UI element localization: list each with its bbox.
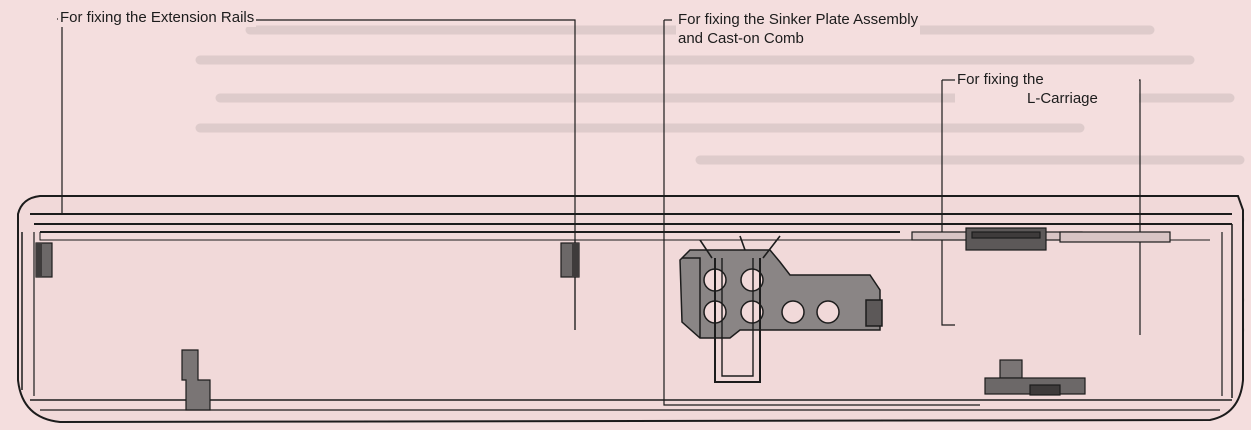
callout-l-carriage-line2: L-Carriage <box>1027 90 1098 107</box>
left-rail-bracket <box>35 242 53 278</box>
needle-bed <box>17 195 1244 424</box>
right-rail-bracket <box>560 242 580 278</box>
lower-left-fixing <box>181 349 211 411</box>
callout-l-carriage: For fixing the L-Carriage <box>955 70 1139 108</box>
l-carriage-rail <box>911 227 1171 251</box>
callout-extension-rails-text: For fixing the Extension Rails <box>60 9 255 26</box>
callout-sinker-plate: For fixing the Sinker Plate Assembly and… <box>676 10 921 48</box>
sinker-plate-assembly <box>679 235 883 383</box>
callout-l-carriage-line1: For fixing the <box>957 71 1044 88</box>
callout-sinker-plate-line2: and Cast-on Comb <box>678 30 804 47</box>
callout-extension-rails: For fixing the Extension Rails <box>58 8 257 27</box>
l-carriage-fixings <box>984 359 1086 396</box>
callout-sinker-plate-line1: For fixing the Sinker Plate Assembly <box>678 11 919 28</box>
